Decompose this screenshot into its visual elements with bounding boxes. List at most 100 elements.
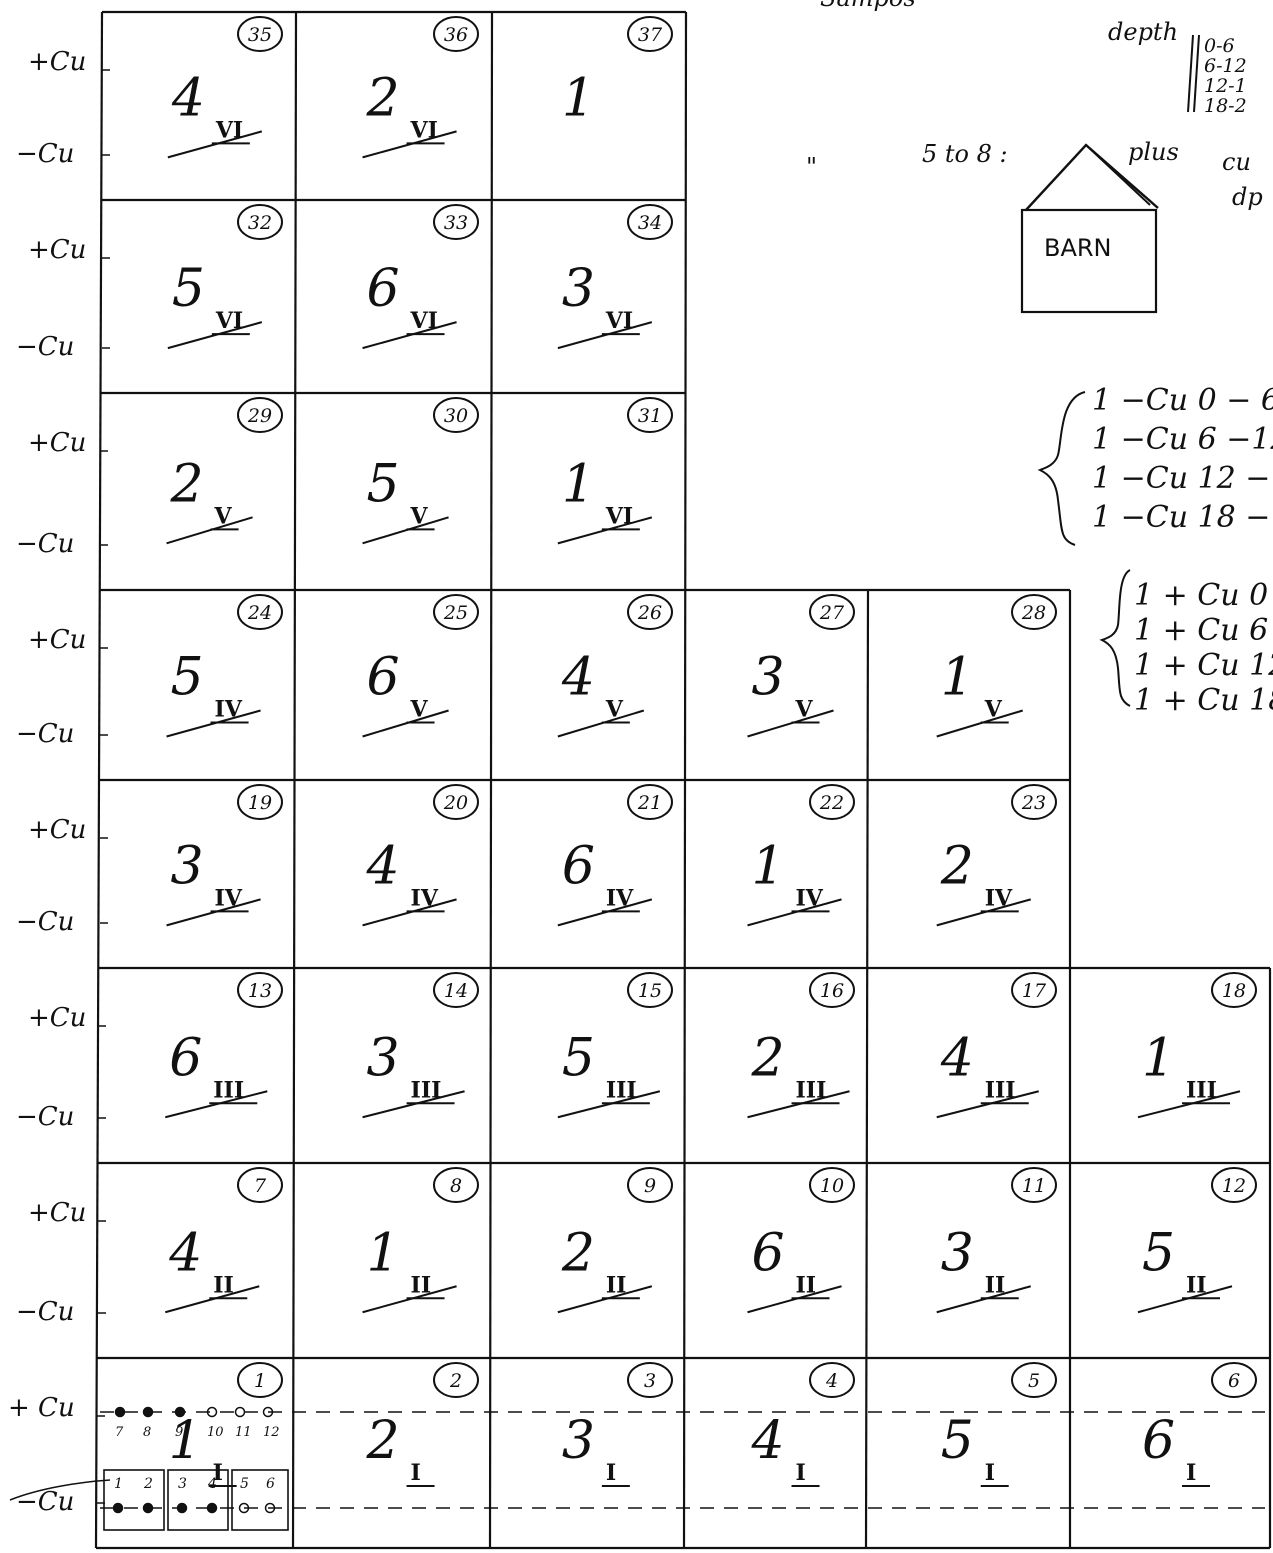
slash-stroke [937,711,1023,737]
plot-number: 27 [819,602,845,624]
treatment-number: 4 [168,1223,202,1283]
subsample-label: 3 [178,1476,187,1492]
subsample-label: 6 [266,1476,275,1492]
subsample-label: 10 [207,1425,224,1440]
treatment-number: 4 [751,1411,785,1471]
plot-number: 37 [638,24,663,46]
plot-2: 22I [366,1363,478,1486]
replicate-numeral: I [985,1460,995,1486]
plot-5: 55I [941,1363,1056,1486]
plot-22: 221IV [748,785,854,925]
minus-cu-label: −Cu [16,529,74,559]
treatment-number: 1 [1142,1028,1175,1088]
top-word: Sampos [820,0,916,12]
note-minus-0: 1 −Cu 0 − 6 [1092,383,1273,418]
plot-number: 36 [444,24,468,46]
subsample-dot [236,1408,245,1417]
treatment-number: 5 [1142,1223,1175,1283]
plot-number: 2 [449,1370,462,1392]
plot-number: 35 [248,24,272,46]
plot-4: 44I [751,1363,854,1486]
subsample-dot [116,1408,125,1417]
plot-15: 155III [558,973,672,1117]
note-minus-1: 1 −Cu 6 −12 [1092,422,1273,457]
replicate-numeral: I [411,1460,421,1486]
plot-number: 33 [444,212,468,234]
subsample-dot [176,1408,185,1417]
treatment-number: 1 [562,68,595,128]
subsample-label: 11 [235,1425,252,1440]
plot-36: 362VI [363,17,478,157]
treatment-number: 1 [367,1223,400,1283]
plus-cu-label: +Cu [28,428,86,458]
slash-stroke [363,517,449,543]
note-plus-0: 1 + Cu 0 - [1134,578,1273,613]
plus-cu-label: + Cu [8,1393,75,1423]
plot-31: 311VI [558,398,672,543]
plot-19: 193IV [167,785,282,925]
plot-number: 13 [248,980,272,1002]
plot-number: 20 [443,792,468,814]
plot-3: 33I [562,1363,672,1486]
replicate-numeral: I [606,1460,616,1486]
subsample-label: 9 [175,1425,183,1440]
treatment-number: 5 [941,1411,974,1471]
treatment-number: 1 [941,648,974,708]
treatment-number: 4 [561,648,595,708]
treatment-number: 1 [169,1411,202,1471]
treatment-number: 6 [1142,1411,1175,1471]
plot-8: 81II [363,1168,478,1312]
plot-number: 34 [638,212,662,234]
plot-27: 273V [748,595,854,737]
subsample-label: 1 [114,1476,123,1492]
barn-note: 5 to 8 : [922,140,1008,168]
subsample-dot [208,1504,217,1513]
slash-stroke [558,711,644,737]
plot-number: 4 [825,1370,838,1392]
minus-cu-label: −Cu [16,907,74,937]
depth-label: depth [1108,18,1178,46]
subsample-label: 4 [207,1476,217,1492]
barn-label: BARN [1044,234,1112,262]
plot-number: 32 [248,212,272,234]
treatment-number: 6 [367,648,400,708]
treatment-number: 4 [940,1028,974,1088]
plot-number: 5 [1028,1370,1040,1392]
plot-number: 11 [1022,1175,1046,1197]
treatment-number: 3 [562,1411,595,1471]
plot-number: 16 [820,980,844,1002]
slash-stroke [363,711,449,737]
note-plus-1: 1 + Cu 6 [1134,613,1268,648]
treatment-number: 3 [171,836,204,896]
treatment-number: 5 [367,454,400,514]
plot-number: 22 [819,792,844,814]
subsample-dot [114,1504,123,1513]
plot-30: 305V [363,398,478,543]
note-plus-2: 1 + Cu 12 [1134,648,1273,683]
plot-10: 106II [748,1168,854,1312]
minus-cu-label: −Cu [16,139,74,169]
subsample-label: 7 [115,1425,124,1440]
note-minus-3: 1 −Cu 18 − 24 [1092,500,1273,535]
brace [1040,392,1085,545]
plus-cu-label: +Cu [28,815,86,845]
replicate-numeral: I [796,1460,806,1486]
depth-0: 0-6 [1204,35,1235,57]
plus-cu-label: +Cu [28,1003,86,1033]
treatment-number: 2 [940,836,974,896]
plot-11: 113II [937,1168,1056,1312]
treatment-number: 2 [366,68,400,128]
plot-number: 24 [247,602,272,624]
subsample-label: 8 [143,1425,151,1440]
plot-number: 9 [644,1175,656,1197]
replicate-numeral: I [1186,1460,1196,1486]
plot-9: 92II [558,1168,672,1312]
plus-label: plus [1128,138,1179,166]
barn-drawing: BARN [1022,145,1158,312]
depth-bracket-line [1188,35,1193,112]
